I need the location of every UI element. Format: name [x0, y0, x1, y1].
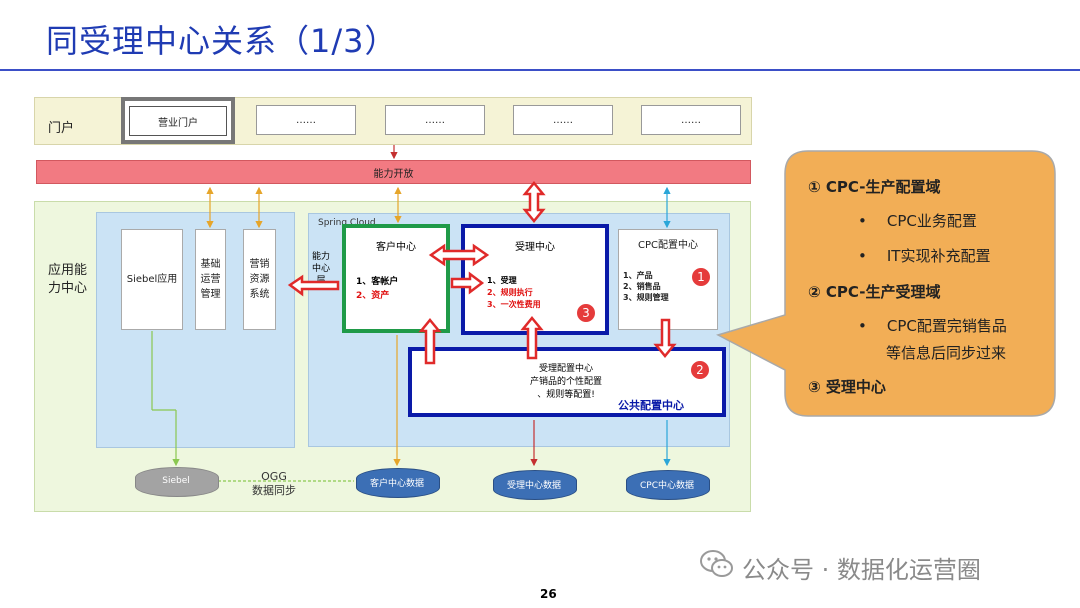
basic-ops-l3: 管理	[200, 289, 221, 300]
slide-title: 同受理中心关系（1/3）	[46, 22, 398, 60]
acceptance-item-1: 1、受理	[487, 276, 517, 285]
portal-box-5[interactable]: ……	[641, 105, 741, 135]
config-center-text: 受理配置中心 产销品的个性配置 、规则等配置!	[486, 363, 646, 402]
cpc-center-db: CPC中心数据	[626, 470, 710, 500]
callout-bubble	[716, 150, 1056, 417]
acceptance-item-2: 2、规则执行	[487, 288, 533, 297]
callout-item-2: ② CPC-生产受理域	[808, 283, 941, 301]
callout-item-1: ① CPC-生产配置域	[808, 178, 941, 196]
big-arrows	[287, 181, 677, 365]
cpc-item-1: 1、产品	[623, 271, 653, 280]
siebel-db-body	[135, 467, 219, 497]
customer-center-box[interactable]: 客户中心 1、客帐户 2、资产	[342, 224, 450, 333]
arrow-customer-left	[287, 274, 340, 297]
bullet-2a-text: CPC配置完销售品	[886, 317, 1007, 335]
arrow-cpc-config	[653, 318, 677, 358]
public-config-center-label: 公共配置中心	[618, 399, 684, 412]
bullet-1b-text: IT实现补充配置	[886, 247, 991, 265]
cap-layer-l2: 中心	[312, 264, 331, 274]
acceptance-center-db: 受理中心数据	[493, 470, 577, 500]
marketing-l2: 资源	[249, 274, 270, 285]
siebel-app-box[interactable]: Siebel应用	[121, 229, 183, 330]
arrow-customer-acceptance-top	[428, 243, 490, 267]
basic-ops-l2: 运营	[200, 274, 221, 285]
cpc-center-title: CPC配置中心	[638, 240, 698, 251]
capability-open-bar: 能力开放	[36, 160, 751, 184]
cpc-db-label: CPC中心数据	[640, 480, 694, 491]
title-divider	[0, 69, 1080, 71]
portal-box-4[interactable]: ……	[513, 105, 613, 135]
portal-box-2[interactable]: ……	[256, 105, 356, 135]
customer-db-body	[356, 468, 440, 498]
cpc-item-2: 2、销售品	[623, 282, 661, 291]
portal-label: 门户	[48, 121, 75, 136]
callout-bullet-2a: • CPC配置完销售品	[858, 315, 1007, 336]
callout-bullet-1b: • IT实现补充配置	[858, 245, 990, 266]
customer-item-1: 1、客帐户	[356, 277, 399, 287]
callout-item-3: ③ 受理中心	[808, 378, 886, 396]
bullet-char: •	[858, 317, 867, 335]
ogg-sync-label: OGG 数据同步	[252, 470, 296, 498]
app-center-label: 应用能 力中心	[48, 262, 87, 298]
marker-1-badge: 1	[691, 267, 711, 287]
customer-center-db: 客户中心数据	[356, 468, 440, 498]
marketing-l1: 营销	[249, 259, 270, 270]
portal-box-business[interactable]: 营业门户	[121, 97, 235, 144]
marketing-l3: 系统	[249, 289, 270, 300]
customer-db-label: 客户中心数据	[369, 478, 424, 489]
cpc-items: 1、产品 2、销售品 3、规则管理	[623, 270, 669, 303]
spring-cloud-label: Spring Cloud	[318, 218, 376, 228]
acceptance-config-center-box[interactable]: 受理配置中心 产销品的个性配置 、规则等配置! 公共配置中心 2	[408, 347, 726, 417]
basic-ops-box[interactable]: 基础 运营 管理	[195, 229, 226, 330]
config-line-2: 产销品的个性配置	[529, 377, 602, 387]
config-line-3: 、规则等配置!	[537, 390, 595, 400]
bullet-char: •	[858, 247, 867, 265]
app-center-label-l2: 力中心	[48, 281, 88, 296]
cpc-config-center-box[interactable]: CPC配置中心 1、产品 2、销售品 3、规则管理 1	[618, 229, 718, 330]
wechat-icon	[700, 548, 734, 580]
portal-box-3[interactable]: ……	[385, 105, 485, 135]
customer-center-title: 客户中心	[376, 242, 416, 253]
marketing-system-box[interactable]: 营销 资源 系统	[243, 229, 276, 330]
marker-2-badge: 2	[690, 360, 710, 380]
siebel-db-label: Siebel	[162, 476, 190, 486]
config-line-1: 受理配置中心	[538, 364, 593, 374]
bullet-1a-text: CPC业务配置	[886, 212, 977, 230]
ogg-sync-text: 数据同步	[252, 484, 296, 497]
app-center-label-l1: 应用能	[48, 263, 88, 278]
arrow-customer-acceptance-right	[450, 271, 485, 295]
cap-layer-l1: 能力	[312, 252, 331, 262]
arrow-capability-acceptance	[522, 181, 546, 223]
portal-box-business-inner: 营业门户	[129, 106, 227, 136]
arrow-config-customer	[418, 318, 442, 365]
bullet-char: •	[858, 212, 867, 230]
marker-3-badge: 3	[576, 303, 596, 323]
cpc-db-body	[626, 470, 710, 500]
acceptance-center-title: 受理中心	[515, 242, 555, 253]
page-number: 26	[540, 587, 557, 601]
ogg-label: OGG	[261, 470, 287, 483]
arrow-config-acceptance	[520, 316, 544, 360]
callout-bullet-1a: • CPC业务配置	[858, 210, 977, 231]
siebel-db: Siebel	[135, 467, 219, 497]
watermark-text: 公众号 · 数据化运营圈	[742, 556, 981, 584]
acceptance-db-body	[493, 470, 577, 500]
basic-ops-l1: 基础	[200, 259, 221, 270]
customer-item-2: 2、资产	[356, 291, 390, 301]
cpc-item-3: 3、规则管理	[623, 293, 669, 302]
callout-bullet-2a-cont: 等信息后同步过来	[886, 344, 1007, 362]
acceptance-db-label: 受理中心数据	[506, 480, 561, 491]
acceptance-item-3: 3、一次性费用	[487, 300, 541, 309]
